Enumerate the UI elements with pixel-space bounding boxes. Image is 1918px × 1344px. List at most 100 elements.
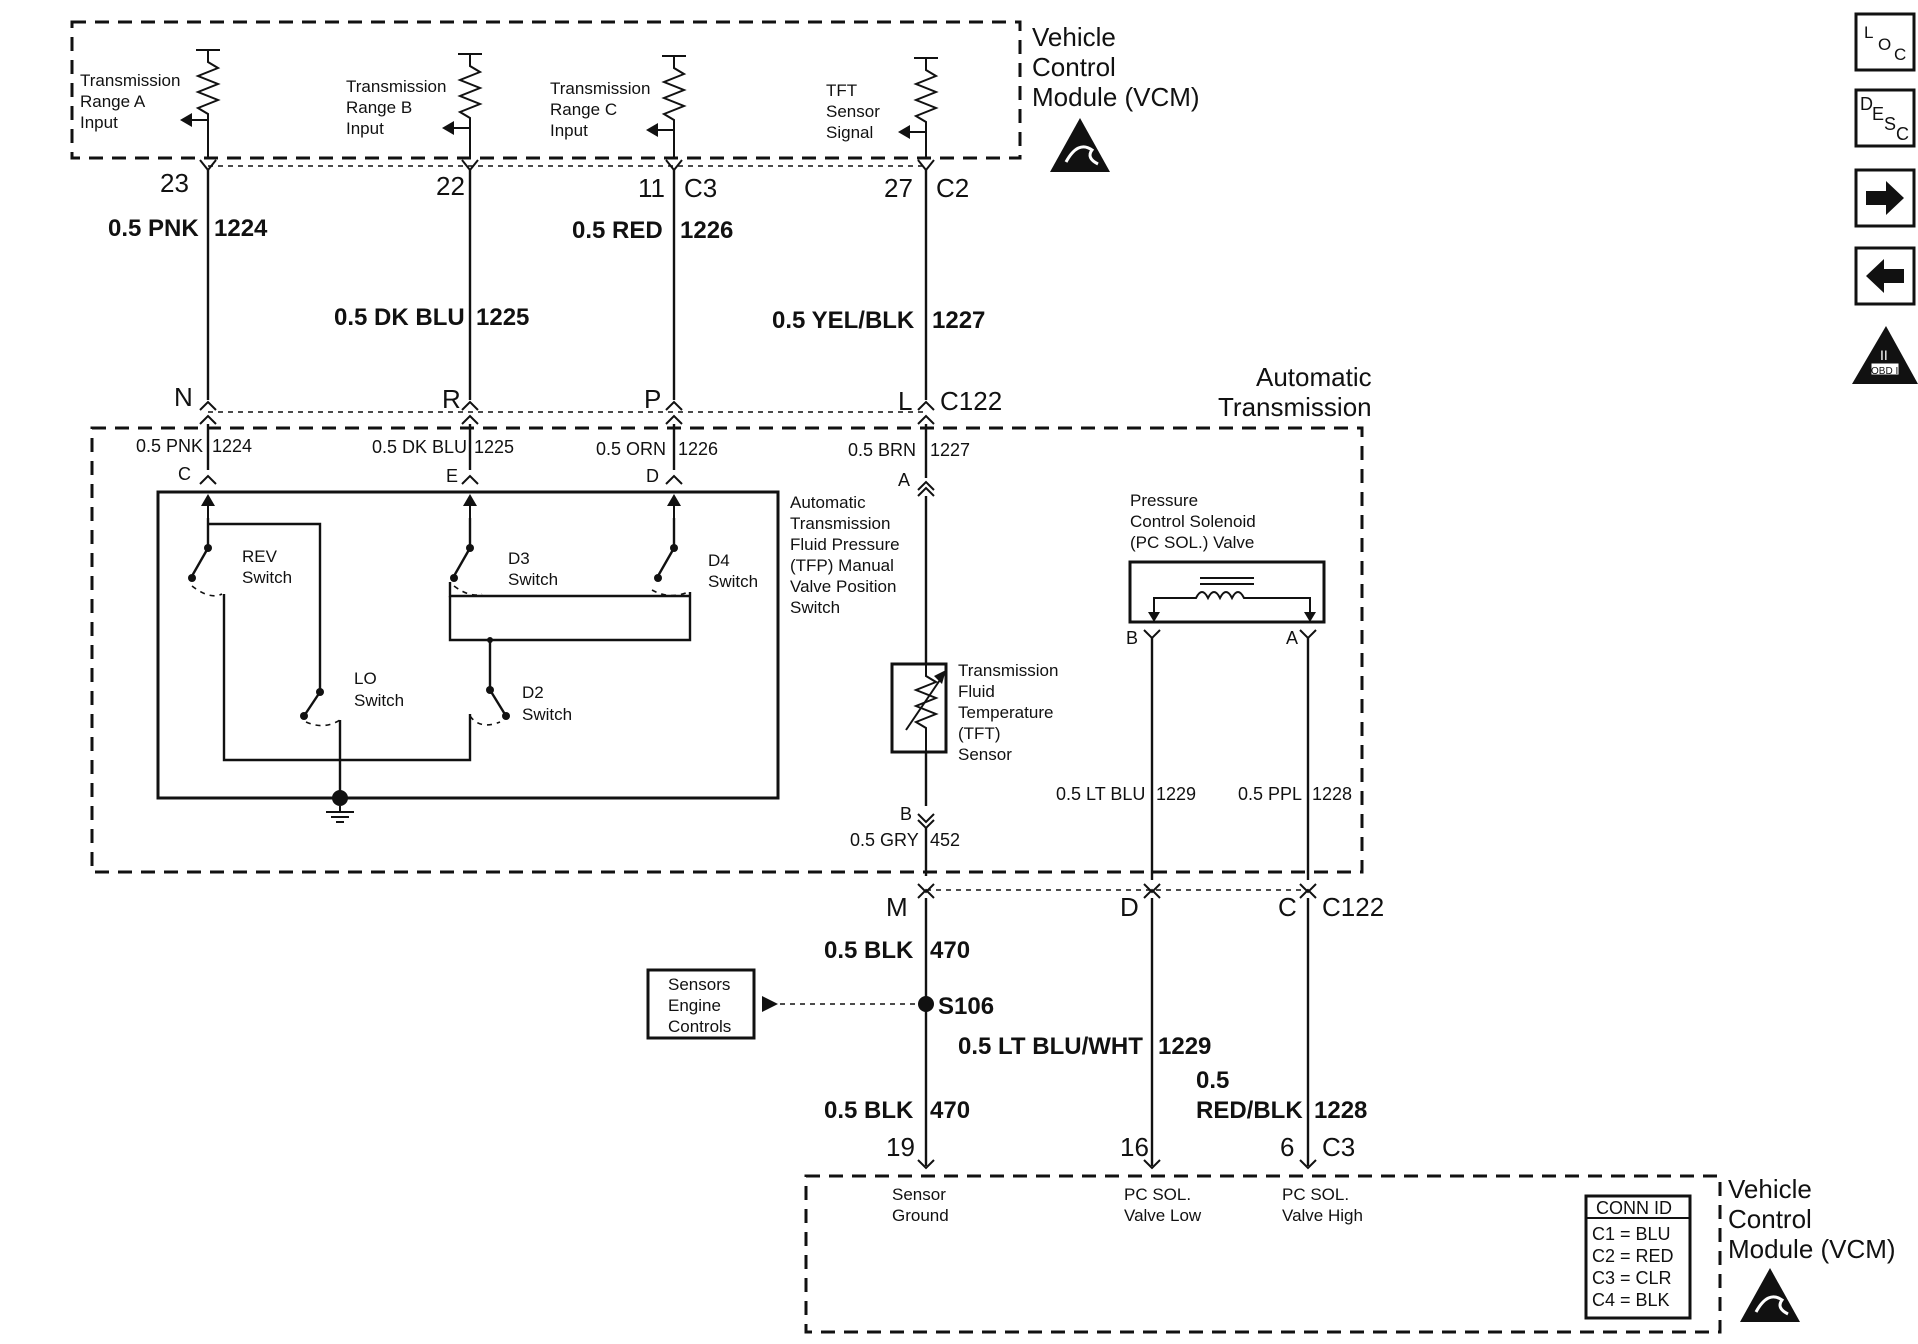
pc-sol-low-label-1: PC SOL. [1124,1185,1191,1204]
c122-pin-n: N [174,382,193,412]
wire-1226-color: 0.5 RED [572,217,663,244]
inner-wires [199,424,935,497]
inner-pin-a: A [898,470,910,490]
tfp-description: Automatic Transmission Fluid Pressure (T… [790,493,900,617]
pc-sol-high-label-2: Valve High [1282,1206,1363,1225]
wire-1224-circuit: 1224 [214,215,268,242]
input-tft-label-3: Signal [826,123,873,142]
wire-1228-circuit: 1228 [1314,1097,1367,1124]
wire-470-color: 0.5 BLK [824,937,914,964]
d4-switch-label-2: Switch [708,572,758,591]
input-b-label-2: Range B [346,98,412,117]
conn-c2-top: C2 [936,173,969,203]
lo-switch-label-1: LO [354,669,377,688]
arrow-left-icon [1866,259,1904,293]
input-b-label-3: Input [346,119,384,138]
loc-l: L [1864,23,1873,42]
inner-1226-circuit: 1226 [678,439,718,459]
tft-desc-1: Transmission [958,661,1058,680]
conn-id-row-2: C2 = RED [1592,1246,1674,1266]
inner-1224-color: 0.5 PNK [136,436,203,456]
obd-ii-button[interactable]: II OBD II [1852,326,1918,384]
vcm-bottom-title-2: Control [1728,1204,1812,1234]
c122-pin-p: P [644,384,661,414]
tft-pin-b: B [900,804,912,824]
conn-id-row-4: C4 = BLK [1592,1290,1670,1310]
tft-desc-4: (TFT) [958,724,1000,743]
d3-switch-label-1: D3 [508,549,530,568]
input-a-label-2: Range A [80,92,146,111]
pc-sol-low-label-2: Valve Low [1124,1206,1202,1225]
vcm-bottom-title-1: Vehicle [1728,1174,1812,1204]
pc-sol-pin-a: A [1286,628,1298,648]
c122-top-name: C122 [940,386,1002,416]
desc-button[interactable]: D E S C [1854,88,1916,148]
sensor-ground-label-2: Ground [892,1206,949,1225]
input-c-label-1: Transmission [550,79,650,98]
upper-wires [206,170,928,400]
input-b-label-1: Transmission [346,77,446,96]
pin-11: 11 [638,173,665,203]
transmission-title-2: Transmission [1218,392,1372,422]
lo-switch-label-2: Switch [354,691,404,710]
wire-1229-inner-color: 0.5 LT BLU [1056,784,1145,804]
wire-452-circuit: 452 [930,830,960,850]
vcm-top-title-1: Vehicle [1032,22,1116,52]
wire-1224-color: 0.5 PNK [108,215,199,242]
loc-o: O [1878,35,1891,54]
inner-1226-color: 0.5 ORN [596,439,666,459]
vcm-input-circuits [180,49,939,158]
tfp-desc-4: (TFP) Manual [790,556,894,575]
vcm-top-title-2: Control [1032,52,1116,82]
vcm-top-block: Vehicle Control Module (VCM) Transmissio… [70,20,1200,172]
wire-1225-circuit: 1225 [476,304,529,331]
wire-1227-color: 0.5 YEL/BLK [772,307,915,334]
pc-sol-desc-1: Pressure [1130,491,1198,510]
c122-pin-r: R [442,384,461,414]
vcm-bottom-block: 19 16 6 C3 Sensor Ground PC SOL. Valve L… [804,1132,1896,1334]
wire-1229-inner-circuit: 1229 [1156,784,1196,804]
c122-pin-d: D [1120,892,1139,922]
desc-d: D [1860,94,1873,114]
arrow-right-icon [1866,181,1904,215]
tfp-desc-5: Valve Position [790,577,896,596]
wire-452-color: 0.5 GRY [850,830,919,850]
pin-27: 27 [884,173,913,203]
inner-1227-color: 0.5 BRN [848,440,916,460]
desc-s: S [1884,114,1896,134]
pc-solenoid [1128,560,1326,880]
wire-1228-inner-color: 0.5 PPL [1238,784,1302,804]
vcm-bottom-conn: C3 [1322,1132,1355,1162]
c122-pin-l: L [898,386,912,416]
d4-switch-label-1: D4 [708,551,730,570]
input-c-label-3: Input [550,121,588,140]
wire-470-lower-circuit: 470 [930,1097,970,1124]
wire-1228-inner-circuit: 1228 [1312,784,1352,804]
rev-switch-label-1: REV [242,547,278,566]
loc-button[interactable]: L O C [1854,12,1916,72]
pin-23: 23 [160,168,189,198]
inner-1225-color: 0.5 DK BLU [372,437,467,457]
tfp-desc-6: Switch [790,598,840,617]
sensor-ground-label-1: Sensor [892,1185,946,1204]
wire-1228-color-2: RED/BLK [1196,1097,1303,1124]
wire-1229-circuit: 1229 [1158,1033,1211,1060]
c122-top-pins [199,400,935,425]
back-button[interactable] [1854,246,1916,306]
lower-wires [646,898,1317,1170]
vcm-bottom-pin-6: 6 [1280,1132,1294,1162]
tfp-desc-1: Automatic [790,493,866,512]
pc-sol-high-label-1: PC SOL. [1282,1185,1349,1204]
input-tft-label-2: Sensor [826,102,880,121]
esd-warning-icon-bottom [1740,1268,1800,1322]
obd-ii-label: OBD II [1871,366,1901,377]
next-button[interactable] [1854,168,1916,228]
vcm-bottom-pin-19: 19 [886,1132,915,1162]
tfp-switch-assembly [156,490,780,823]
transmission-title-1: Automatic [1256,362,1372,392]
vcm-top-connector-pins [199,159,935,172]
input-a-label-3: Input [80,113,118,132]
wire-470-lower-color: 0.5 BLK [824,1097,914,1124]
tft-desc-3: Temperature [958,703,1053,722]
